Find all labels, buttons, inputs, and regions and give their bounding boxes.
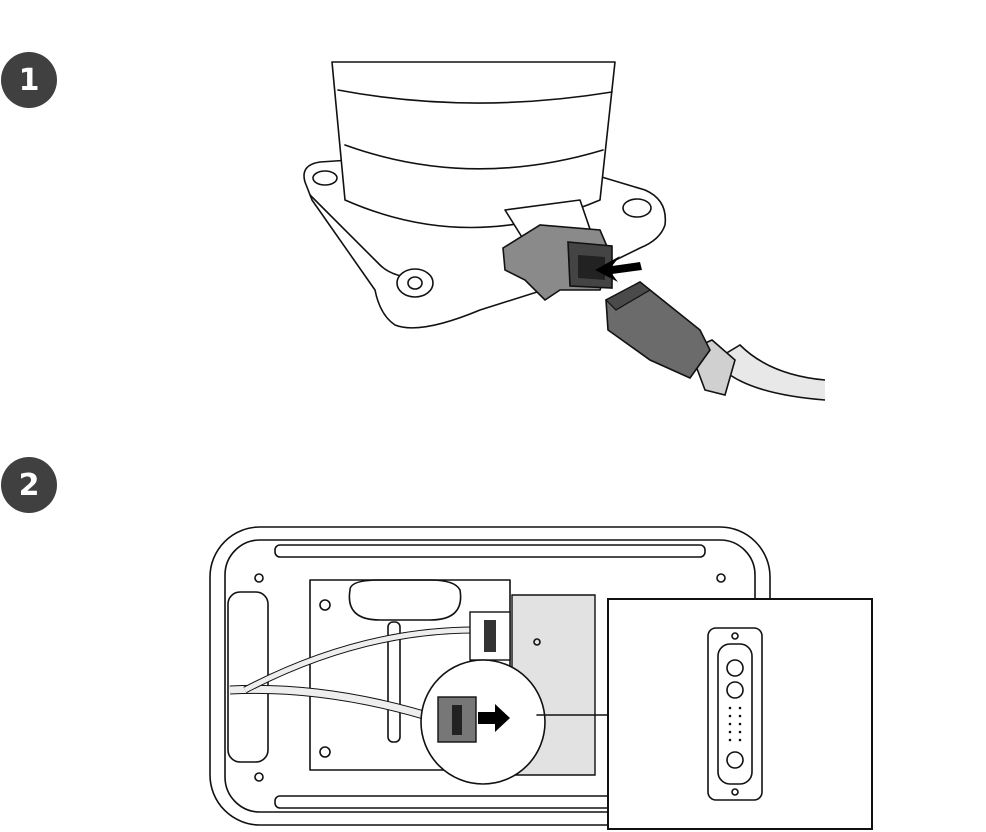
step-2-badge: 2 — [1, 457, 57, 513]
step-1-badge: 1 — [1, 52, 57, 108]
insert-arrow-icon — [595, 256, 642, 282]
cable-connector-plug — [605, 281, 826, 401]
base-connector-socket — [502, 224, 613, 302]
connector-detail-inset — [607, 598, 873, 830]
